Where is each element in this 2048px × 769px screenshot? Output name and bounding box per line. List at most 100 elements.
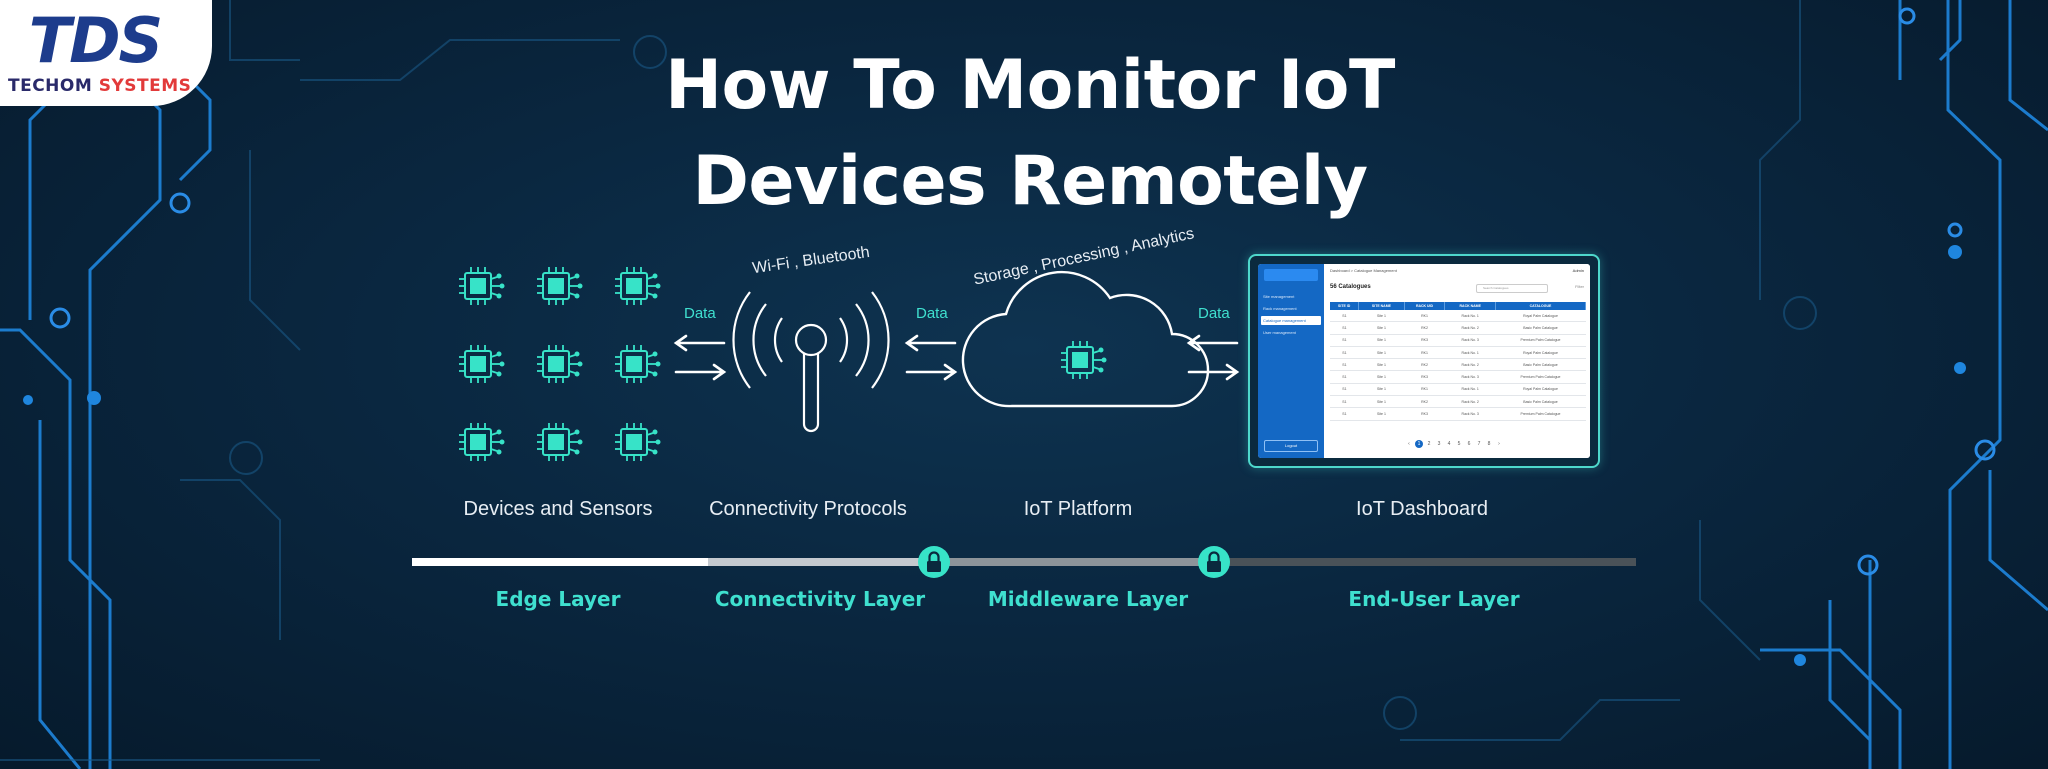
- table-cell: Site 1: [1358, 334, 1405, 347]
- data-tag: Data: [916, 305, 948, 322]
- dashboard-sidebar: Site management Rack management Catalogu…: [1258, 264, 1324, 458]
- logo-company-name: TECHOM SYSTEMS: [8, 76, 198, 96]
- pagination-item[interactable]: 8: [1487, 441, 1491, 447]
- table-cell: S1: [1330, 321, 1359, 335]
- lock-icon: [916, 544, 952, 580]
- table-cell: RK1: [1404, 383, 1445, 397]
- data-arrows: [673, 334, 1240, 381]
- pagination-item[interactable]: 3: [1437, 441, 1441, 447]
- stage-label-devices: Devices and Sensors: [463, 498, 653, 520]
- chip-icon: [1060, 340, 1108, 380]
- table-cell: Rack No. 1: [1444, 310, 1496, 323]
- dashboard-user[interactable]: Admin: [1572, 268, 1584, 273]
- layer-label-edge: Edge Layer: [495, 587, 621, 611]
- table-cell: RK2: [1404, 395, 1445, 409]
- table-cell: Site 1: [1358, 358, 1405, 372]
- dashboard-column-header: RACK UID: [1404, 302, 1446, 310]
- table-cell: Premium Palm Catalogue: [1495, 334, 1586, 347]
- layer-label-end-user: End-User Layer: [1348, 587, 1520, 611]
- dashboard-logo: [1264, 269, 1318, 281]
- table-cell: RK2: [1404, 321, 1445, 335]
- table-cell: RK3: [1404, 370, 1445, 384]
- table-cell: Rack No. 2: [1444, 395, 1496, 409]
- pagination-item[interactable]: 6: [1467, 441, 1471, 447]
- layer-label-connectivity: Connectivity Layer: [714, 587, 926, 611]
- chip-icon: [458, 422, 506, 462]
- device-chip-grid: [458, 266, 662, 462]
- dashboard-nav-item[interactable]: Site management: [1263, 294, 1295, 299]
- arrow-left-icon: [904, 334, 957, 352]
- chip-icon: [614, 344, 662, 384]
- table-cell: Site 1: [1358, 370, 1405, 384]
- table-cell: RK3: [1404, 334, 1445, 347]
- pagination-item[interactable]: 4: [1447, 441, 1451, 447]
- antenna-icon: [732, 291, 890, 433]
- table-cell: Premium Palm Catalogue: [1495, 370, 1586, 384]
- dashboard-filter-button[interactable]: Filter: [1575, 284, 1584, 289]
- table-cell: RK2: [1404, 358, 1445, 372]
- pagination-item[interactable]: 7: [1477, 441, 1481, 447]
- dashboard-nav-item[interactable]: User management: [1263, 330, 1296, 335]
- page-title: How To Monitor IoT Devices Remotely: [665, 46, 1395, 221]
- table-cell: Basic Palm Catalogue: [1495, 358, 1586, 372]
- table-cell: Rack No. 3: [1444, 407, 1496, 421]
- arrow-right-icon: [905, 363, 958, 381]
- dashboard-main: Dashboard > Catalogue Management Admin 5…: [1324, 264, 1590, 458]
- table-cell: S1: [1330, 407, 1359, 421]
- dashboard-screen: Site management Rack management Catalogu…: [1258, 264, 1590, 458]
- table-cell: Rack No. 3: [1444, 334, 1496, 347]
- dashboard-column-header: CATALOGUE: [1495, 302, 1587, 310]
- dashboard-column-header: SITE NAME: [1358, 302, 1405, 310]
- table-cell: S1: [1330, 346, 1359, 360]
- dashboard-logout-button[interactable]: Logout: [1264, 440, 1318, 452]
- logo-name-suffix: SYSTEMS: [92, 76, 192, 96]
- stage-label-connectivity: Connectivity Protocols: [709, 498, 907, 520]
- arrow-right-icon: [1187, 363, 1240, 381]
- logo-name-prefix: TECHOM: [8, 76, 93, 96]
- table-cell: Royal Palm Catalogue: [1495, 383, 1586, 397]
- table-cell: S1: [1330, 395, 1359, 409]
- table-cell: RK1: [1404, 346, 1445, 360]
- table-cell: Royal Palm Catalogue: [1495, 310, 1586, 323]
- layer-label-middleware: Middleware Layer: [987, 587, 1189, 611]
- chip-icon: [536, 266, 584, 306]
- table-cell: Site 1: [1358, 321, 1405, 335]
- table-cell: Rack No. 2: [1444, 358, 1496, 372]
- lock-icon: [1196, 544, 1232, 580]
- table-cell: RK3: [1404, 407, 1445, 421]
- table-cell: Royal Palm Catalogue: [1495, 346, 1586, 360]
- pagination-item[interactable]: ›: [1498, 441, 1500, 447]
- pagination-item[interactable]: ‹: [1408, 441, 1410, 447]
- dashboard-search-input[interactable]: Search Catalogues: [1476, 284, 1548, 293]
- stage-label-platform: IoT Platform: [1023, 498, 1133, 520]
- pagination-item[interactable]: 1: [1415, 440, 1423, 448]
- table-cell: RK1: [1404, 310, 1445, 323]
- table-cell: Site 1: [1358, 407, 1405, 421]
- pagination-item[interactable]: 2: [1427, 441, 1431, 447]
- dashboard-nav-item-active[interactable]: Catalogue management: [1261, 316, 1321, 325]
- table-cell: S1: [1330, 370, 1359, 384]
- table-cell: Site 1: [1358, 346, 1405, 360]
- table-cell: S1: [1330, 310, 1359, 323]
- stage-label-dashboard: IoT Dashboard: [1356, 498, 1488, 520]
- table-cell: Basic Palm Catalogue: [1495, 395, 1586, 409]
- table-cell: S1: [1330, 383, 1359, 397]
- table-cell: S1: [1330, 334, 1359, 347]
- table-cell: Site 1: [1358, 395, 1405, 409]
- dashboard-breadcrumb: Dashboard > Catalogue Management: [1330, 268, 1397, 273]
- chip-icon: [614, 266, 662, 306]
- dashboard-nav-item[interactable]: Rack management: [1263, 306, 1297, 311]
- pagination-item[interactable]: 5: [1457, 441, 1461, 447]
